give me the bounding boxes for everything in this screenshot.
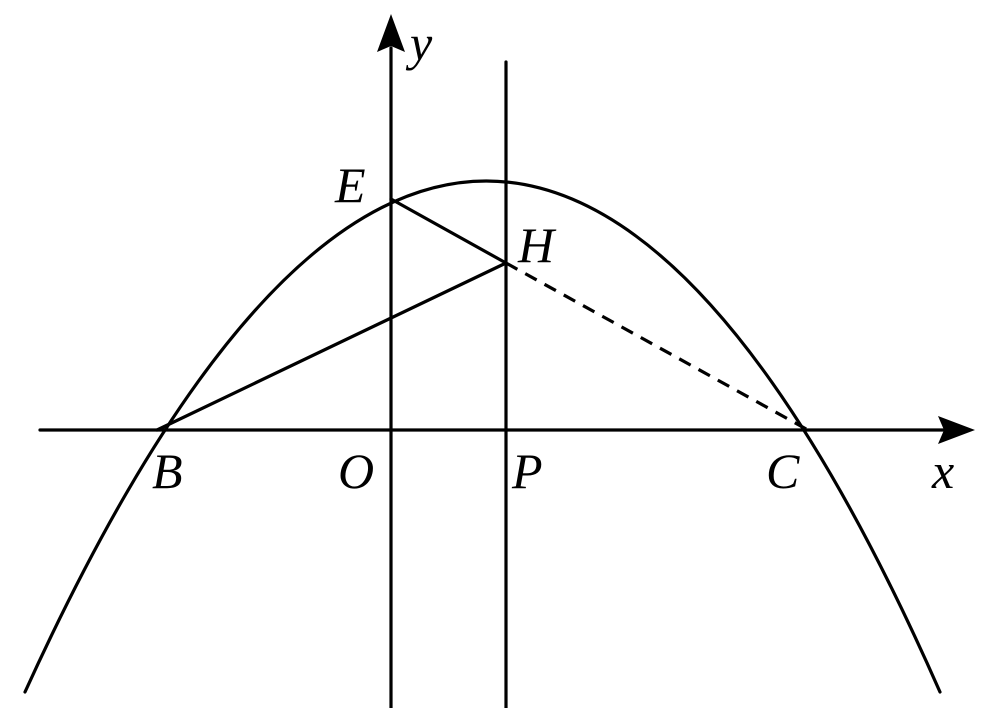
segment-hc-dashed — [505, 261, 809, 432]
point-label-e: E — [334, 157, 366, 213]
parabola-curve — [23, 179, 942, 694]
point-label-b: B — [152, 443, 183, 499]
point-label-p: P — [511, 443, 543, 499]
x-axis-label: x — [931, 443, 954, 499]
y-axis-label: y — [405, 15, 433, 71]
point-label-c: C — [766, 443, 800, 499]
y-axis-arrow-icon — [377, 14, 405, 52]
x-axis-arrow-icon — [938, 416, 975, 444]
segment-eh — [389, 197, 508, 265]
point-label-o: O — [338, 443, 374, 499]
segment-bh — [155, 261, 508, 432]
point-label-h: H — [517, 217, 557, 273]
